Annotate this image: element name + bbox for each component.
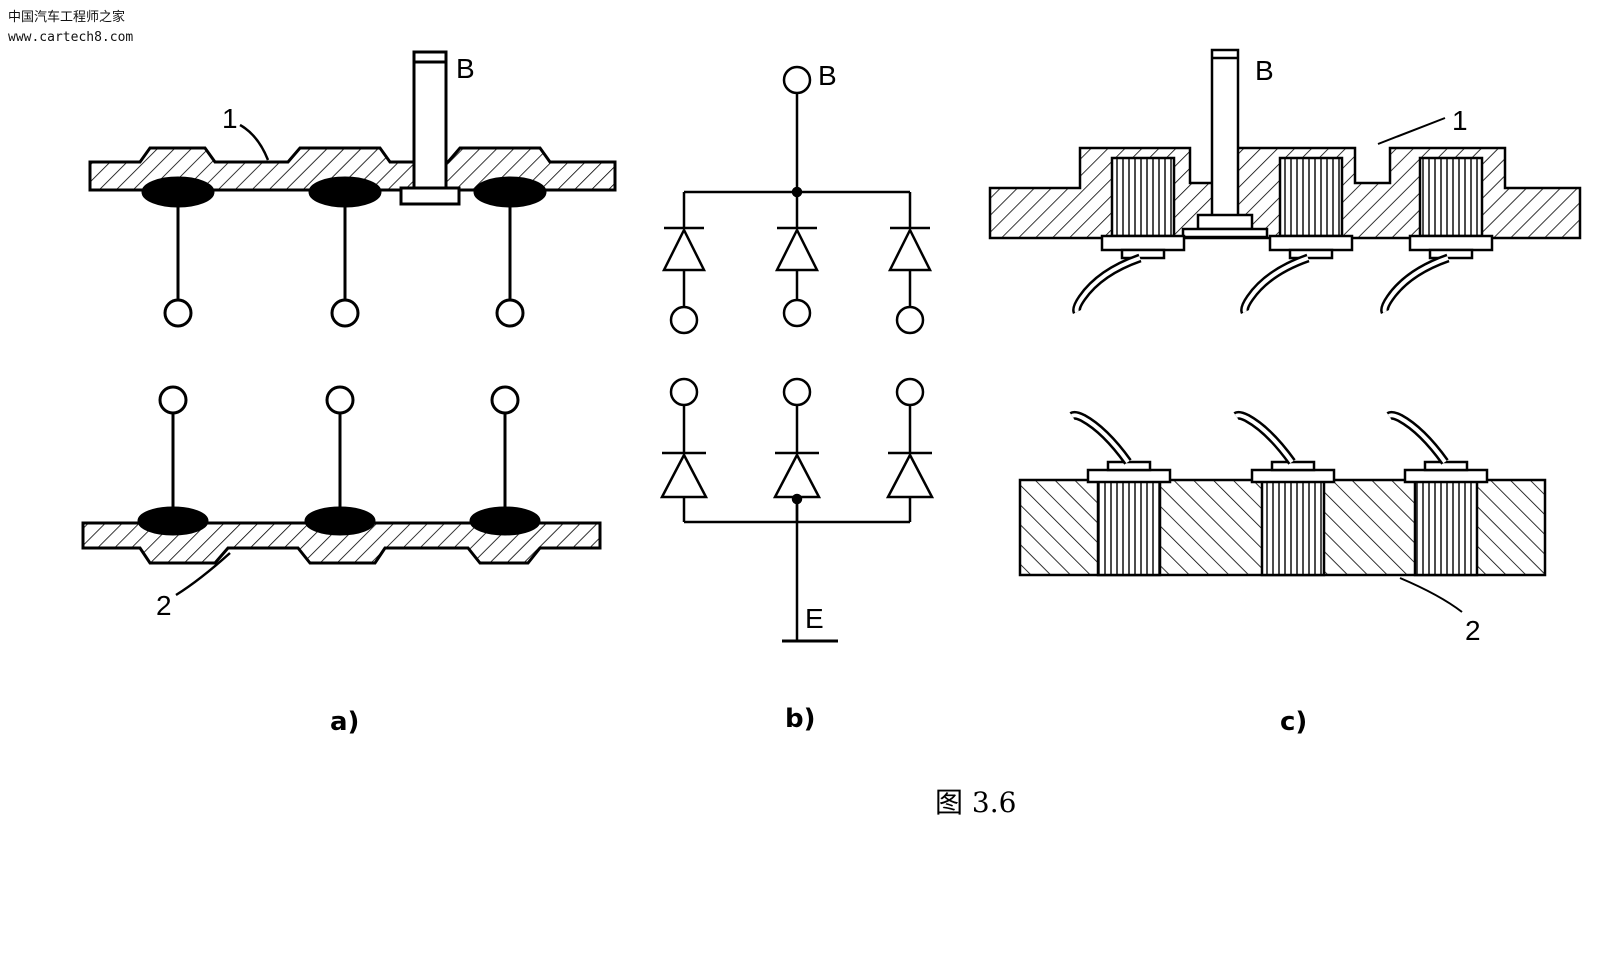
panel-b-schematic — [659, 65, 935, 643]
figure-caption: 图 3.6 — [935, 786, 1016, 819]
label-a-2: 2 — [156, 590, 172, 621]
terminal-circle — [325, 385, 355, 415]
subcaption-b: b) — [785, 704, 816, 734]
terminal-circle — [330, 298, 360, 328]
label-c-b: B — [1255, 55, 1274, 86]
terminal-circle — [895, 377, 925, 407]
diode-body — [1072, 156, 1186, 315]
weld-bead — [141, 176, 215, 208]
label-b-b: B — [818, 60, 837, 91]
terminal-circle — [495, 298, 525, 328]
weld-bead — [308, 176, 382, 208]
watermark-site-name: 中国汽车工程师之家 — [8, 10, 126, 25]
diode — [661, 192, 707, 307]
label-a-1: 1 — [222, 103, 238, 134]
diode — [659, 405, 709, 522]
subcaption-c: c) — [1280, 707, 1307, 737]
panel-a — [81, 50, 617, 597]
subcaption-a: a) — [330, 707, 359, 737]
diode-body — [1240, 156, 1354, 315]
terminal-circle — [669, 377, 699, 407]
weld-bead — [469, 506, 541, 536]
terminal-bolt — [399, 50, 461, 206]
terminal-circle — [158, 385, 188, 415]
watermark-url: www.cartech8.com — [8, 30, 134, 45]
terminal-b-circle — [782, 65, 812, 95]
terminal-circle — [782, 377, 812, 407]
positive-plate — [88, 146, 617, 192]
diode — [885, 405, 935, 522]
diode-body — [1380, 156, 1494, 315]
terminal-circle — [895, 305, 925, 335]
terminal-circle — [490, 385, 520, 415]
label-c-2: 2 — [1465, 615, 1481, 646]
weld-bead — [473, 176, 547, 208]
panel-c — [988, 48, 1582, 613]
watermark: 中国汽车工程师之家 www.cartech8.com — [8, 8, 133, 48]
diode-body — [1069, 410, 1172, 577]
terminal-circle — [163, 298, 193, 328]
terminal-bolt — [1210, 48, 1240, 227]
terminal-circle — [669, 305, 699, 335]
label-c-1: 1 — [1452, 105, 1468, 136]
diode-body — [1233, 410, 1336, 577]
negative-plate — [81, 521, 602, 565]
diode-body — [1386, 410, 1489, 577]
weld-bead — [304, 506, 376, 536]
weld-bead — [137, 506, 209, 536]
diode — [887, 192, 933, 307]
terminal-circle — [782, 298, 812, 328]
label-b-e: E — [805, 603, 824, 634]
label-a-b: B — [456, 53, 475, 84]
diode — [774, 192, 820, 300]
